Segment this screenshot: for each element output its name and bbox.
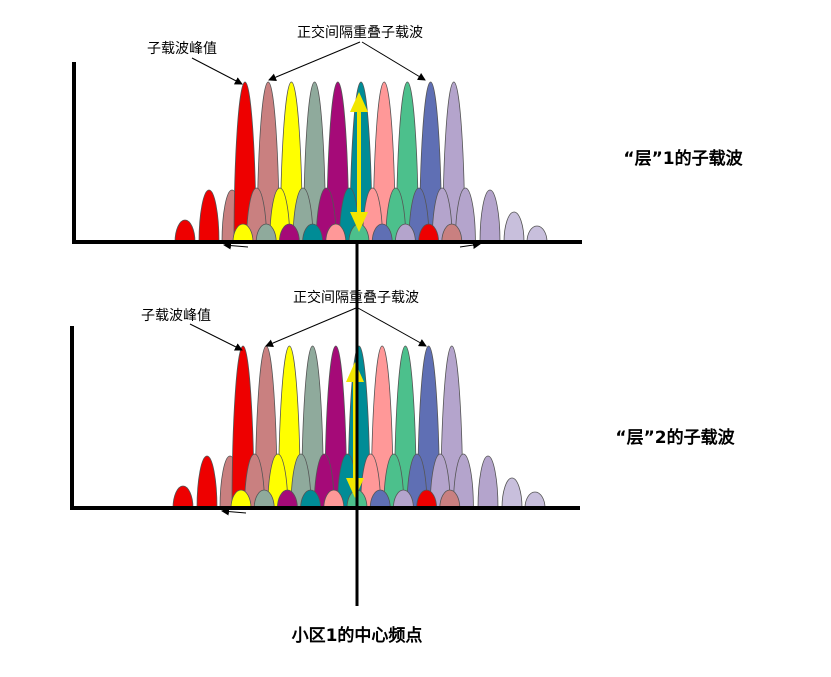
subcarrier-base-lobe: [369, 489, 391, 509]
subcarrier-base-lobe: [232, 223, 254, 243]
side-lobe: [198, 189, 220, 243]
side-lobe: [503, 211, 525, 243]
yellow-double-arrow: [350, 92, 368, 232]
overlap-label: 正交间隔重叠子载波: [297, 24, 423, 41]
subcarrier-base-lobe: [325, 223, 347, 243]
pointer-lines: [189, 307, 427, 516]
subcarrier-base-lobe: [230, 489, 252, 509]
peak-label: 子载波峰值: [141, 308, 211, 324]
yellow-double-arrow: [346, 362, 364, 498]
subcarrier-base-lobe: [371, 223, 393, 243]
subcarrier-base-lobe: [253, 489, 275, 509]
layer-label: “层”2的子载波: [615, 427, 735, 448]
center-frequency-label: 小区1的中心频点: [292, 625, 423, 646]
subcarrier-base-lobe: [441, 223, 463, 243]
side-lobe: [196, 455, 218, 509]
subcarrier-base-lobe: [416, 489, 438, 509]
subcarrier-base-lobe: [323, 489, 345, 509]
subcarrier-base-lobe: [439, 489, 461, 509]
side-lobe: [501, 477, 523, 509]
subcarrier-base-lobe: [276, 489, 298, 509]
side-lobe: [172, 485, 194, 509]
subcarrier-base-lobe: [418, 223, 440, 243]
layer-2-panel: 子载波峰值 正交间隔重叠子载波 “层”2的子载波: [70, 289, 736, 516]
peak-label: 子载波峰值: [147, 41, 217, 57]
layer-1-panel: 子载波峰值 正交间隔重叠子载波 “层”1的子载波: [72, 24, 744, 250]
subcarrier-base-lobe: [392, 489, 414, 509]
side-lobe: [477, 455, 499, 509]
side-lobe: [526, 225, 548, 243]
subcarrier-base-lobe: [394, 223, 416, 243]
subcarrier-base-lobe: [300, 489, 322, 509]
subcarrier-base-lobe: [302, 223, 324, 243]
pointer-lines: [191, 41, 481, 250]
subcarrier-base-lobe: [255, 223, 277, 243]
subcarrier-side-lobe: [454, 187, 476, 243]
subcarrier-base-lobe: [278, 223, 300, 243]
layer-label: “层”1的子载波: [623, 148, 743, 169]
side-lobe: [174, 219, 196, 243]
side-lobe: [479, 189, 501, 243]
subcarrier-side-lobe: [452, 453, 474, 509]
side-lobe: [524, 491, 546, 509]
